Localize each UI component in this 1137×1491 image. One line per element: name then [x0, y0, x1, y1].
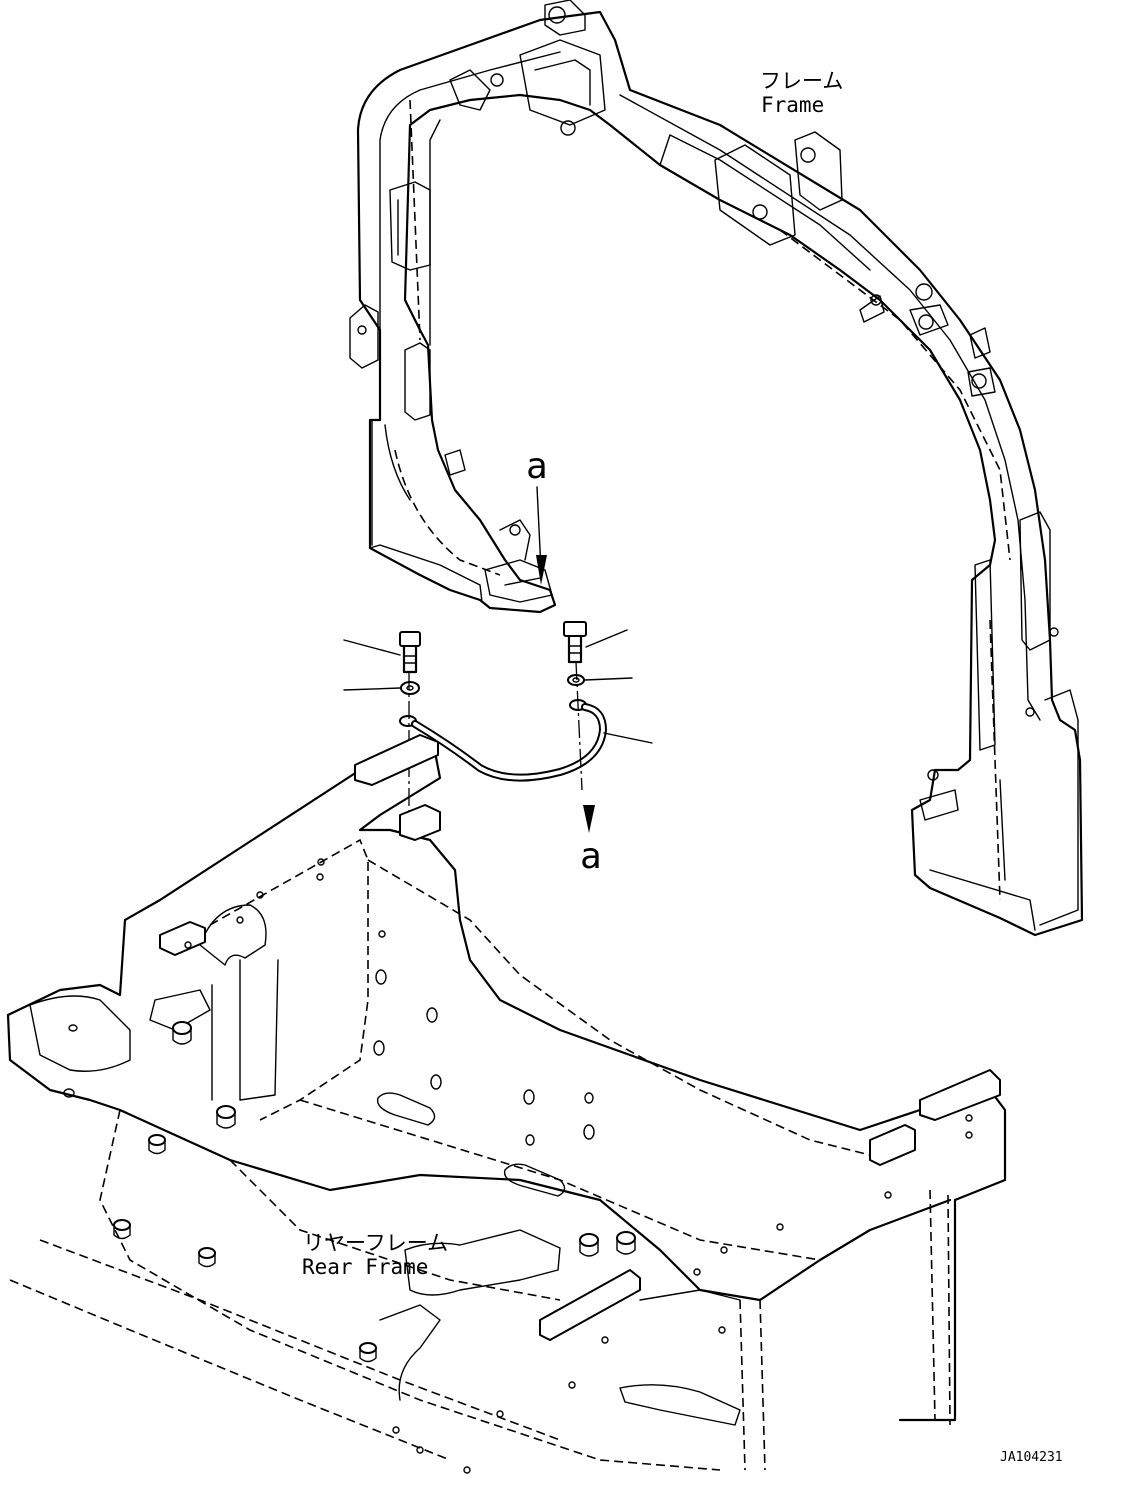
frame-holes	[63, 858, 973, 1474]
drawing-code: JA104231	[1000, 1450, 1063, 1465]
frame-label: フレーム Frame	[760, 69, 843, 117]
leader-line-washer-left	[343, 687, 401, 691]
leader-line-washer-right	[584, 677, 633, 681]
frame-label-en: Frame	[761, 93, 824, 117]
mount-bushing	[172, 1021, 192, 1045]
callout-a-lower: a	[580, 805, 602, 877]
right-bolt	[563, 621, 587, 664]
mount-bushing	[113, 1219, 131, 1240]
callout-a-label: a	[526, 446, 548, 487]
arrow-down-icon	[583, 805, 595, 833]
leader-line-cable	[603, 732, 653, 744]
arrow-down-icon	[536, 555, 547, 585]
rear-frame-label: リヤーフレーム Rear Frame	[302, 1231, 448, 1279]
rear-frame-label-jp: リヤーフレーム	[303, 1231, 448, 1255]
leader-line-bolt-right	[585, 629, 628, 648]
mount-bushing	[198, 1247, 216, 1268]
mount-bushing	[616, 1231, 636, 1255]
frame-label-jp: フレーム	[760, 69, 843, 93]
leader-line-bolt-left	[343, 639, 401, 656]
upper-frame	[349, 0, 1084, 937]
ground-cable-assembly	[343, 621, 653, 830]
mount-bushing	[148, 1134, 166, 1155]
mount-bushing	[579, 1233, 599, 1257]
callout-a-label: a	[580, 836, 602, 877]
right-washer	[567, 674, 585, 686]
left-washer	[400, 681, 420, 695]
left-bolt	[399, 631, 421, 674]
mount-bushing	[216, 1105, 236, 1129]
mount-bushing	[359, 1342, 377, 1363]
rear-frame	[6, 734, 1007, 1474]
callout-a-upper: a	[526, 446, 548, 585]
rear-frame-label-en: Rear Frame	[302, 1255, 428, 1279]
